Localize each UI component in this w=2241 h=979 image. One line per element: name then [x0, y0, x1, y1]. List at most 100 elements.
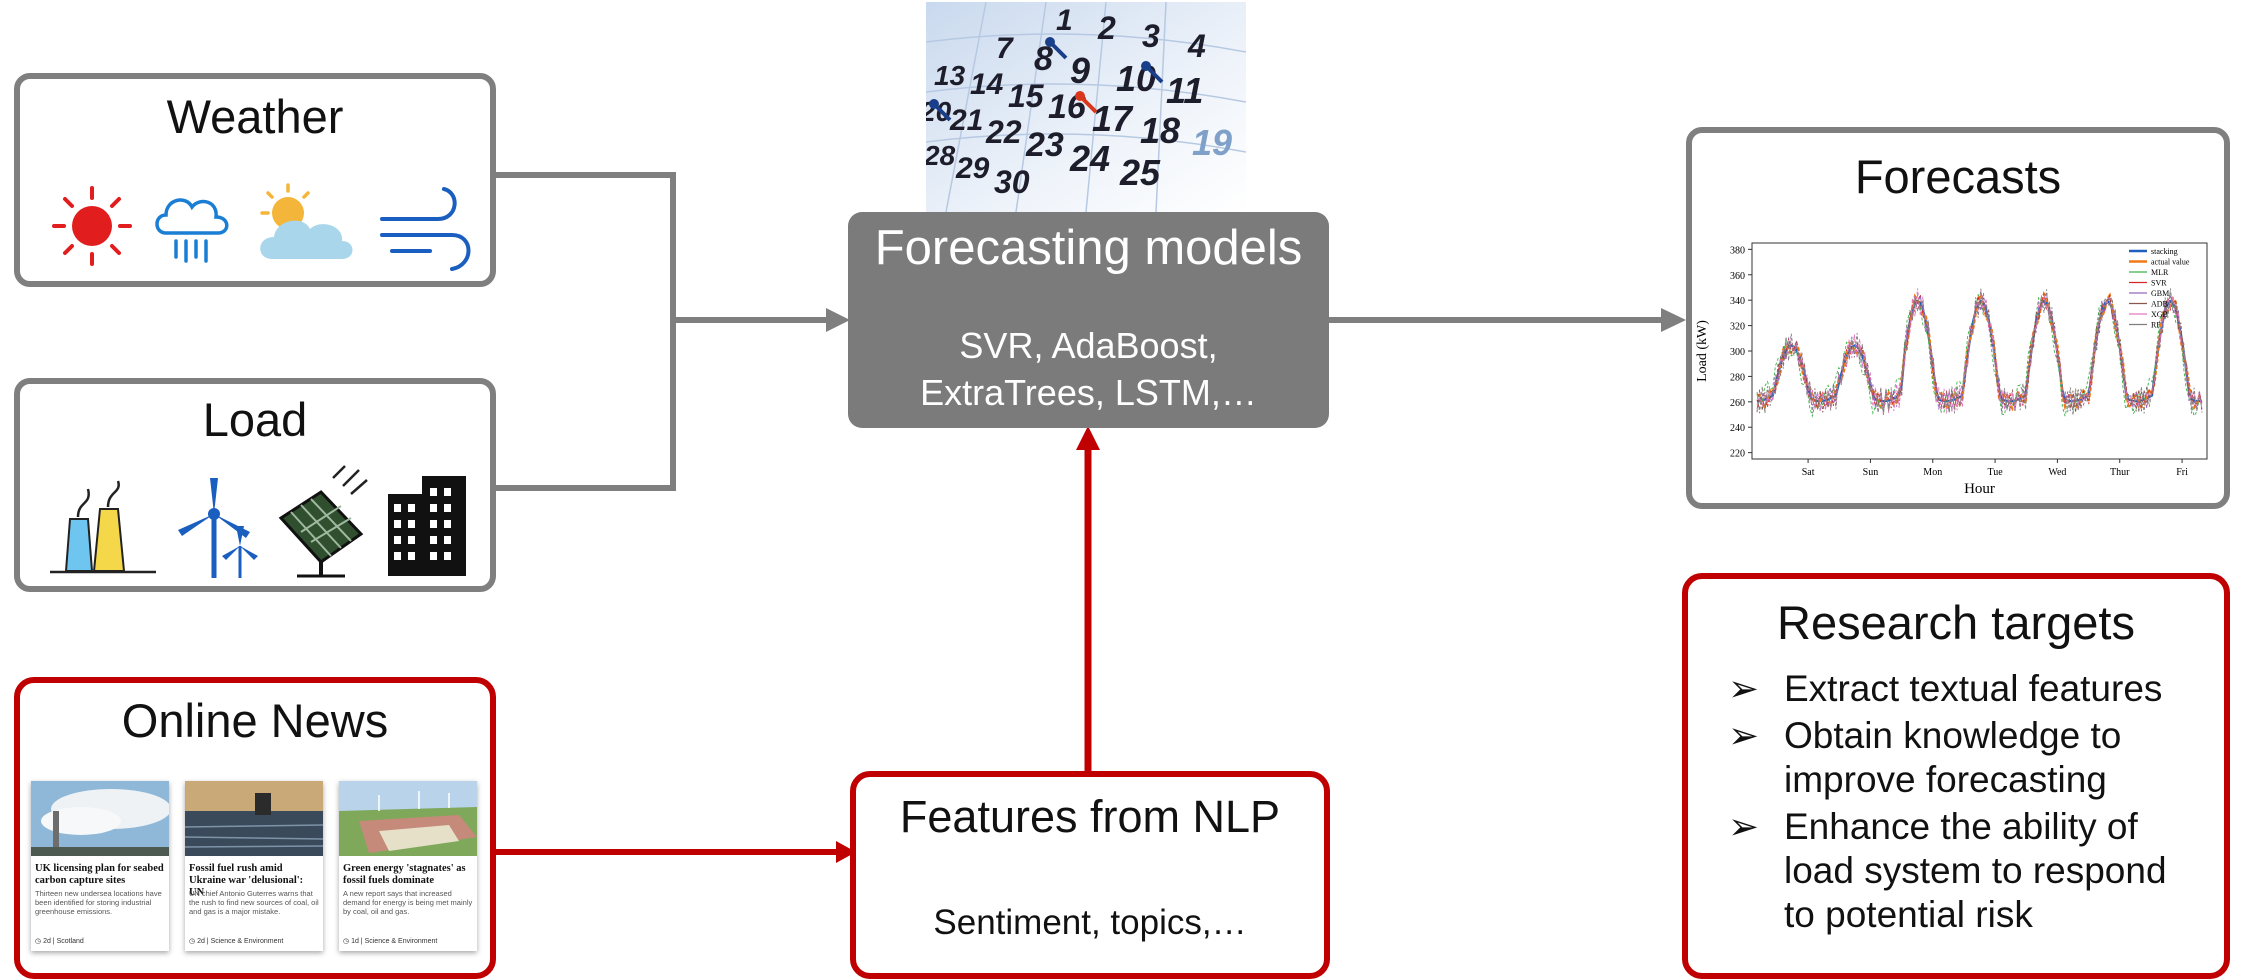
legend-label: actual value [2151, 258, 2190, 267]
x-tick-label: Fri [2176, 467, 2188, 478]
arrow-to-models-icon [826, 308, 850, 332]
news-card[interactable]: UK licensing plan for seabed carbon capt… [31, 781, 169, 951]
y-tick-label: 380 [1730, 245, 1745, 256]
x-tick-label: Sun [1863, 467, 1879, 478]
arrow-bullet-icon: ➢ [1728, 668, 1760, 709]
chart-xlabel: Hour [1964, 481, 1995, 497]
news-tag: Science & Environment [364, 938, 438, 945]
sun-icon [52, 186, 132, 266]
arrow-to-nlp-icon [836, 841, 856, 863]
calendar-number: 8 [1034, 40, 1053, 78]
calendar-number: 3 [1142, 18, 1160, 54]
partly-cloudy-icon [260, 183, 353, 259]
y-tick-label: 320 [1730, 322, 1745, 333]
forecasting-models-title: Forecasting models [874, 221, 1303, 275]
y-tick-label: 280 [1730, 372, 1745, 383]
calendar-image: 1 2 3 4 7 8 9 10 11 13 14 15 16 17 18 19… [926, 2, 1246, 212]
arrow-to-models-from-nlp-icon [1076, 426, 1100, 450]
calendar-number: 1 [1056, 4, 1073, 37]
x-tick-label: Wed [2048, 467, 2066, 478]
research-targets-box: Research targets ➢Extract textual featur… [1682, 573, 2230, 979]
weather-title: Weather [166, 90, 344, 143]
calendar-number: 7 [996, 32, 1013, 65]
news-tag: Scotland [56, 938, 84, 945]
calendar-number: 22 [986, 114, 1022, 150]
news-meta: ◷ 2d | Scotland [35, 938, 84, 945]
news-image [31, 781, 169, 856]
legend-label: RF [2151, 321, 2161, 330]
arrow-bullet-icon: ➢ [1728, 806, 1760, 847]
news-age: 2d [43, 938, 51, 945]
series-line-actual-value [1756, 290, 2203, 412]
target-line: to potential risk [1784, 894, 2033, 935]
target-line: improve forecasting [1784, 759, 2107, 800]
news-box: Online News UK licensing plan for seabed… [14, 677, 496, 979]
calendar-number: 28 [926, 140, 956, 171]
series-line-svr [1756, 293, 2203, 411]
nlp-title: Features from NLP [899, 791, 1281, 842]
target-line: Extract textual features [1784, 668, 2163, 709]
arrow-to-forecasts-icon [1661, 308, 1686, 332]
calendar-number: 2 [1098, 10, 1116, 46]
calendar-number: 23 [1026, 126, 1064, 164]
news-meta: ◷ 2d | Science & Environment [189, 938, 284, 945]
news-image [339, 781, 477, 856]
building-icon [388, 476, 466, 576]
calendar-number: 21 [950, 104, 984, 137]
legend-label: MLR [2151, 268, 2169, 277]
research-targets-list: ➢ Extract textual features ➢ Obtain knowle… [1728, 667, 2167, 940]
news-headline: Green energy 'stagnates' as fossil fuels… [343, 863, 466, 886]
red-pin-icon [1075, 91, 1098, 114]
chart-ylabel: Load (kW) [1695, 320, 1710, 382]
chart-plot-area [1751, 242, 2208, 460]
calendar-number: 17 [1092, 98, 1133, 139]
target-line: load system to respond [1784, 850, 2167, 891]
legend-label: ADB [2151, 300, 2168, 309]
research-target-item: ➢ Extract textual features [1728, 667, 2167, 711]
news-tag: Science & Environment [210, 938, 284, 945]
x-tick-label: Thur [2110, 467, 2130, 478]
calendar-number: 13 [934, 60, 966, 91]
forecasting-models-list: SVR, AdaBoost, ExtraTrees, LSTM,… [848, 322, 1329, 416]
calendar-number: 25 [1120, 152, 1161, 193]
news-title: Online News [121, 694, 389, 747]
y-tick-label: 240 [1730, 423, 1745, 434]
calendar-number: 24 [1070, 138, 1111, 179]
news-headline: UK licensing plan for seabed carbon capt… [35, 863, 164, 886]
y-tick-label: 260 [1730, 398, 1745, 409]
calendar-number: 11 [1166, 70, 1204, 111]
pin-icon [1141, 61, 1164, 84]
pin-icon [929, 99, 952, 122]
target-line: Enhance the ability of [1784, 806, 2138, 847]
nlp-features-box: Features from NLP Sentiment, topics,… [850, 771, 1330, 979]
arrow-bullet-icon: ➢ [1728, 715, 1760, 756]
news-card[interactable]: Fossil fuel rush amid Ukraine war 'delus… [185, 781, 323, 951]
series-line-gbm [1756, 292, 2203, 412]
calendar-number: 19 [1192, 122, 1233, 163]
pin-icon [1045, 37, 1068, 60]
calendar-background [926, 2, 1246, 212]
news-age: 1d [351, 938, 359, 945]
target-line: Obtain knowledge to [1784, 715, 2122, 756]
legend-label: XGB [2151, 310, 2168, 319]
solar-panel-icon [278, 465, 368, 578]
x-tick-label: Mon [1923, 467, 1942, 478]
calendar-number: 30 [994, 164, 1030, 200]
news-age: 2d [197, 938, 205, 945]
y-tick-label: 220 [1730, 449, 1745, 460]
power-plant-icon [50, 480, 156, 574]
rain-cloud-icon [155, 198, 229, 263]
series-line-stacking [1756, 299, 2203, 403]
models-line-1: SVR, AdaBoost, [959, 325, 1218, 366]
legend-label: SVR [2151, 279, 2167, 288]
forecasts-title: Forecasts [1854, 150, 2062, 203]
news-headline: Fossil fuel rush amid Ukraine war 'delus… [189, 863, 304, 898]
y-tick-label: 340 [1730, 296, 1745, 307]
x-tick-label: Tue [1987, 467, 2003, 478]
news-image [185, 781, 323, 856]
news-card[interactable]: Green energy 'stagnates' as fossil fuels… [339, 781, 477, 951]
